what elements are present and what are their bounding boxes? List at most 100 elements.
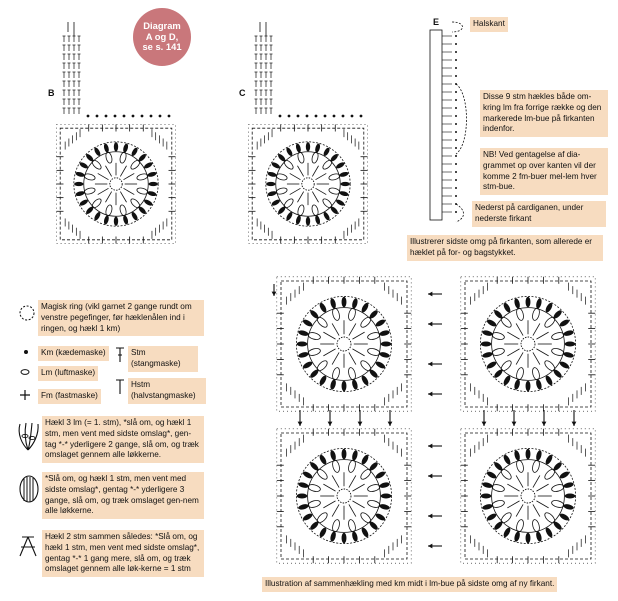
motif-spoke: [536, 348, 549, 357]
motif-cluster: [375, 513, 386, 521]
motif-spoke: [507, 348, 520, 357]
legend-cluster3: Hækl 3 lm (= 1. stm), *slå om, og hækl 1…: [42, 416, 204, 464]
strap-dot: [86, 114, 90, 118]
motif-cluster: [482, 482, 493, 488]
arrow-head: [428, 391, 433, 397]
motif-outer-ring: [296, 447, 392, 544]
motif-cluster: [295, 143, 301, 153]
motif-cluster: [266, 181, 276, 187]
motif-cluster: [296, 493, 308, 499]
motif-inner-ring: [307, 459, 381, 533]
motif-spoke: [105, 191, 113, 203]
strip-dot: [455, 195, 457, 197]
motif-centre-ring: [520, 336, 536, 352]
motif-cluster: [315, 215, 321, 225]
motif-cluster: [341, 296, 347, 308]
motif-cluster: [553, 521, 562, 530]
motif-outer-ring: [479, 447, 576, 544]
motif-cluster: [123, 143, 129, 153]
motif-cluster: [310, 310, 319, 319]
motif-spoke: [507, 483, 520, 492]
halskant-label: Halskant: [470, 17, 508, 32]
arrow-icon: [428, 473, 442, 479]
arrow-icon: [428, 291, 442, 297]
motif-cluster: [553, 369, 562, 378]
motif-cluster: [271, 162, 280, 169]
motif-spoke: [515, 323, 524, 336]
arrow-icon: [481, 410, 487, 426]
motif-spoke: [105, 165, 113, 177]
stm-icon: [116, 347, 124, 362]
panel-e-label: E: [433, 17, 440, 27]
panel-c-label: C: [239, 88, 246, 98]
strap-dot: [323, 114, 327, 118]
motif-cluster: [361, 302, 369, 313]
motif-centre-ring: [336, 488, 352, 504]
motif-spoke: [352, 500, 365, 509]
motif-spoke: [315, 187, 327, 195]
motif-cluster: [503, 527, 511, 538]
arrow-icon: [428, 543, 442, 549]
motif-cluster: [553, 462, 562, 471]
motif-cluster: [341, 532, 347, 544]
motif-cluster: [86, 206, 94, 214]
motif-spoke: [331, 504, 340, 517]
motif-spoke: [297, 191, 305, 203]
motif-inner-ring: [307, 307, 381, 381]
arrow-icon: [428, 391, 442, 397]
diagram-e-edge-strip: [429, 21, 467, 223]
motif-cluster: [131, 147, 138, 156]
motif-cluster: [379, 482, 390, 488]
motif-square-edge: [248, 124, 368, 244]
motif-spoke: [323, 483, 336, 492]
motif-centre-ring: [301, 177, 315, 191]
motif-cluster: [486, 361, 497, 369]
strip-body: [429, 29, 443, 221]
strap-dot: [140, 114, 144, 118]
motif-cluster: [86, 154, 94, 162]
motif-cluster: [298, 504, 309, 510]
arrow-head: [428, 291, 433, 297]
strip-dot: [455, 51, 457, 53]
motif-spoke: [515, 475, 524, 488]
strip-dot: [455, 107, 457, 109]
motif-cluster: [319, 527, 327, 538]
motif-spoke: [97, 187, 109, 195]
motif-cluster: [330, 379, 336, 390]
motif-cluster: [286, 212, 293, 221]
motif-spoke: [323, 500, 336, 509]
motif-cluster: [536, 531, 542, 542]
motif-cluster: [144, 162, 153, 169]
arrow-icon: [357, 410, 363, 426]
motif-cluster: [545, 454, 553, 465]
motif-spoke: [532, 352, 541, 365]
motif-cluster: [148, 181, 158, 187]
motif-spoke: [331, 475, 340, 488]
motif: [56, 124, 176, 244]
motif-cluster: [375, 361, 386, 369]
motif-cluster: [79, 162, 88, 169]
motif-cluster: [563, 504, 574, 510]
motif-cluster: [336, 162, 345, 169]
motif-cluster: [369, 369, 378, 378]
legend-cluster4: *Slå om, og hækl 1 stm, men vent med sid…: [42, 472, 204, 520]
motif-cluster: [302, 319, 313, 327]
motif-cluster: [352, 379, 358, 390]
motif-cluster: [267, 191, 277, 197]
motif-inner-ring: [83, 151, 149, 217]
legend-magic-ring: Magisk ring (vikl garnet 2 gange rundt o…: [38, 300, 204, 337]
motif-cluster: [278, 206, 286, 214]
motif-spoke: [297, 165, 305, 177]
motif-cluster: [94, 147, 101, 156]
motif-cluster: [379, 352, 390, 358]
cluster4-icon: [19, 475, 39, 503]
strap-dot: [95, 114, 99, 118]
motif-cluster: [503, 375, 511, 386]
panel-b-label: B: [48, 88, 55, 98]
motif-spoke: [532, 504, 541, 517]
strip-dot: [455, 75, 457, 77]
motif-spoke: [536, 500, 549, 509]
strip-dot: [455, 179, 457, 181]
motif-spoke: [315, 173, 327, 181]
motif-spoke: [536, 483, 549, 492]
